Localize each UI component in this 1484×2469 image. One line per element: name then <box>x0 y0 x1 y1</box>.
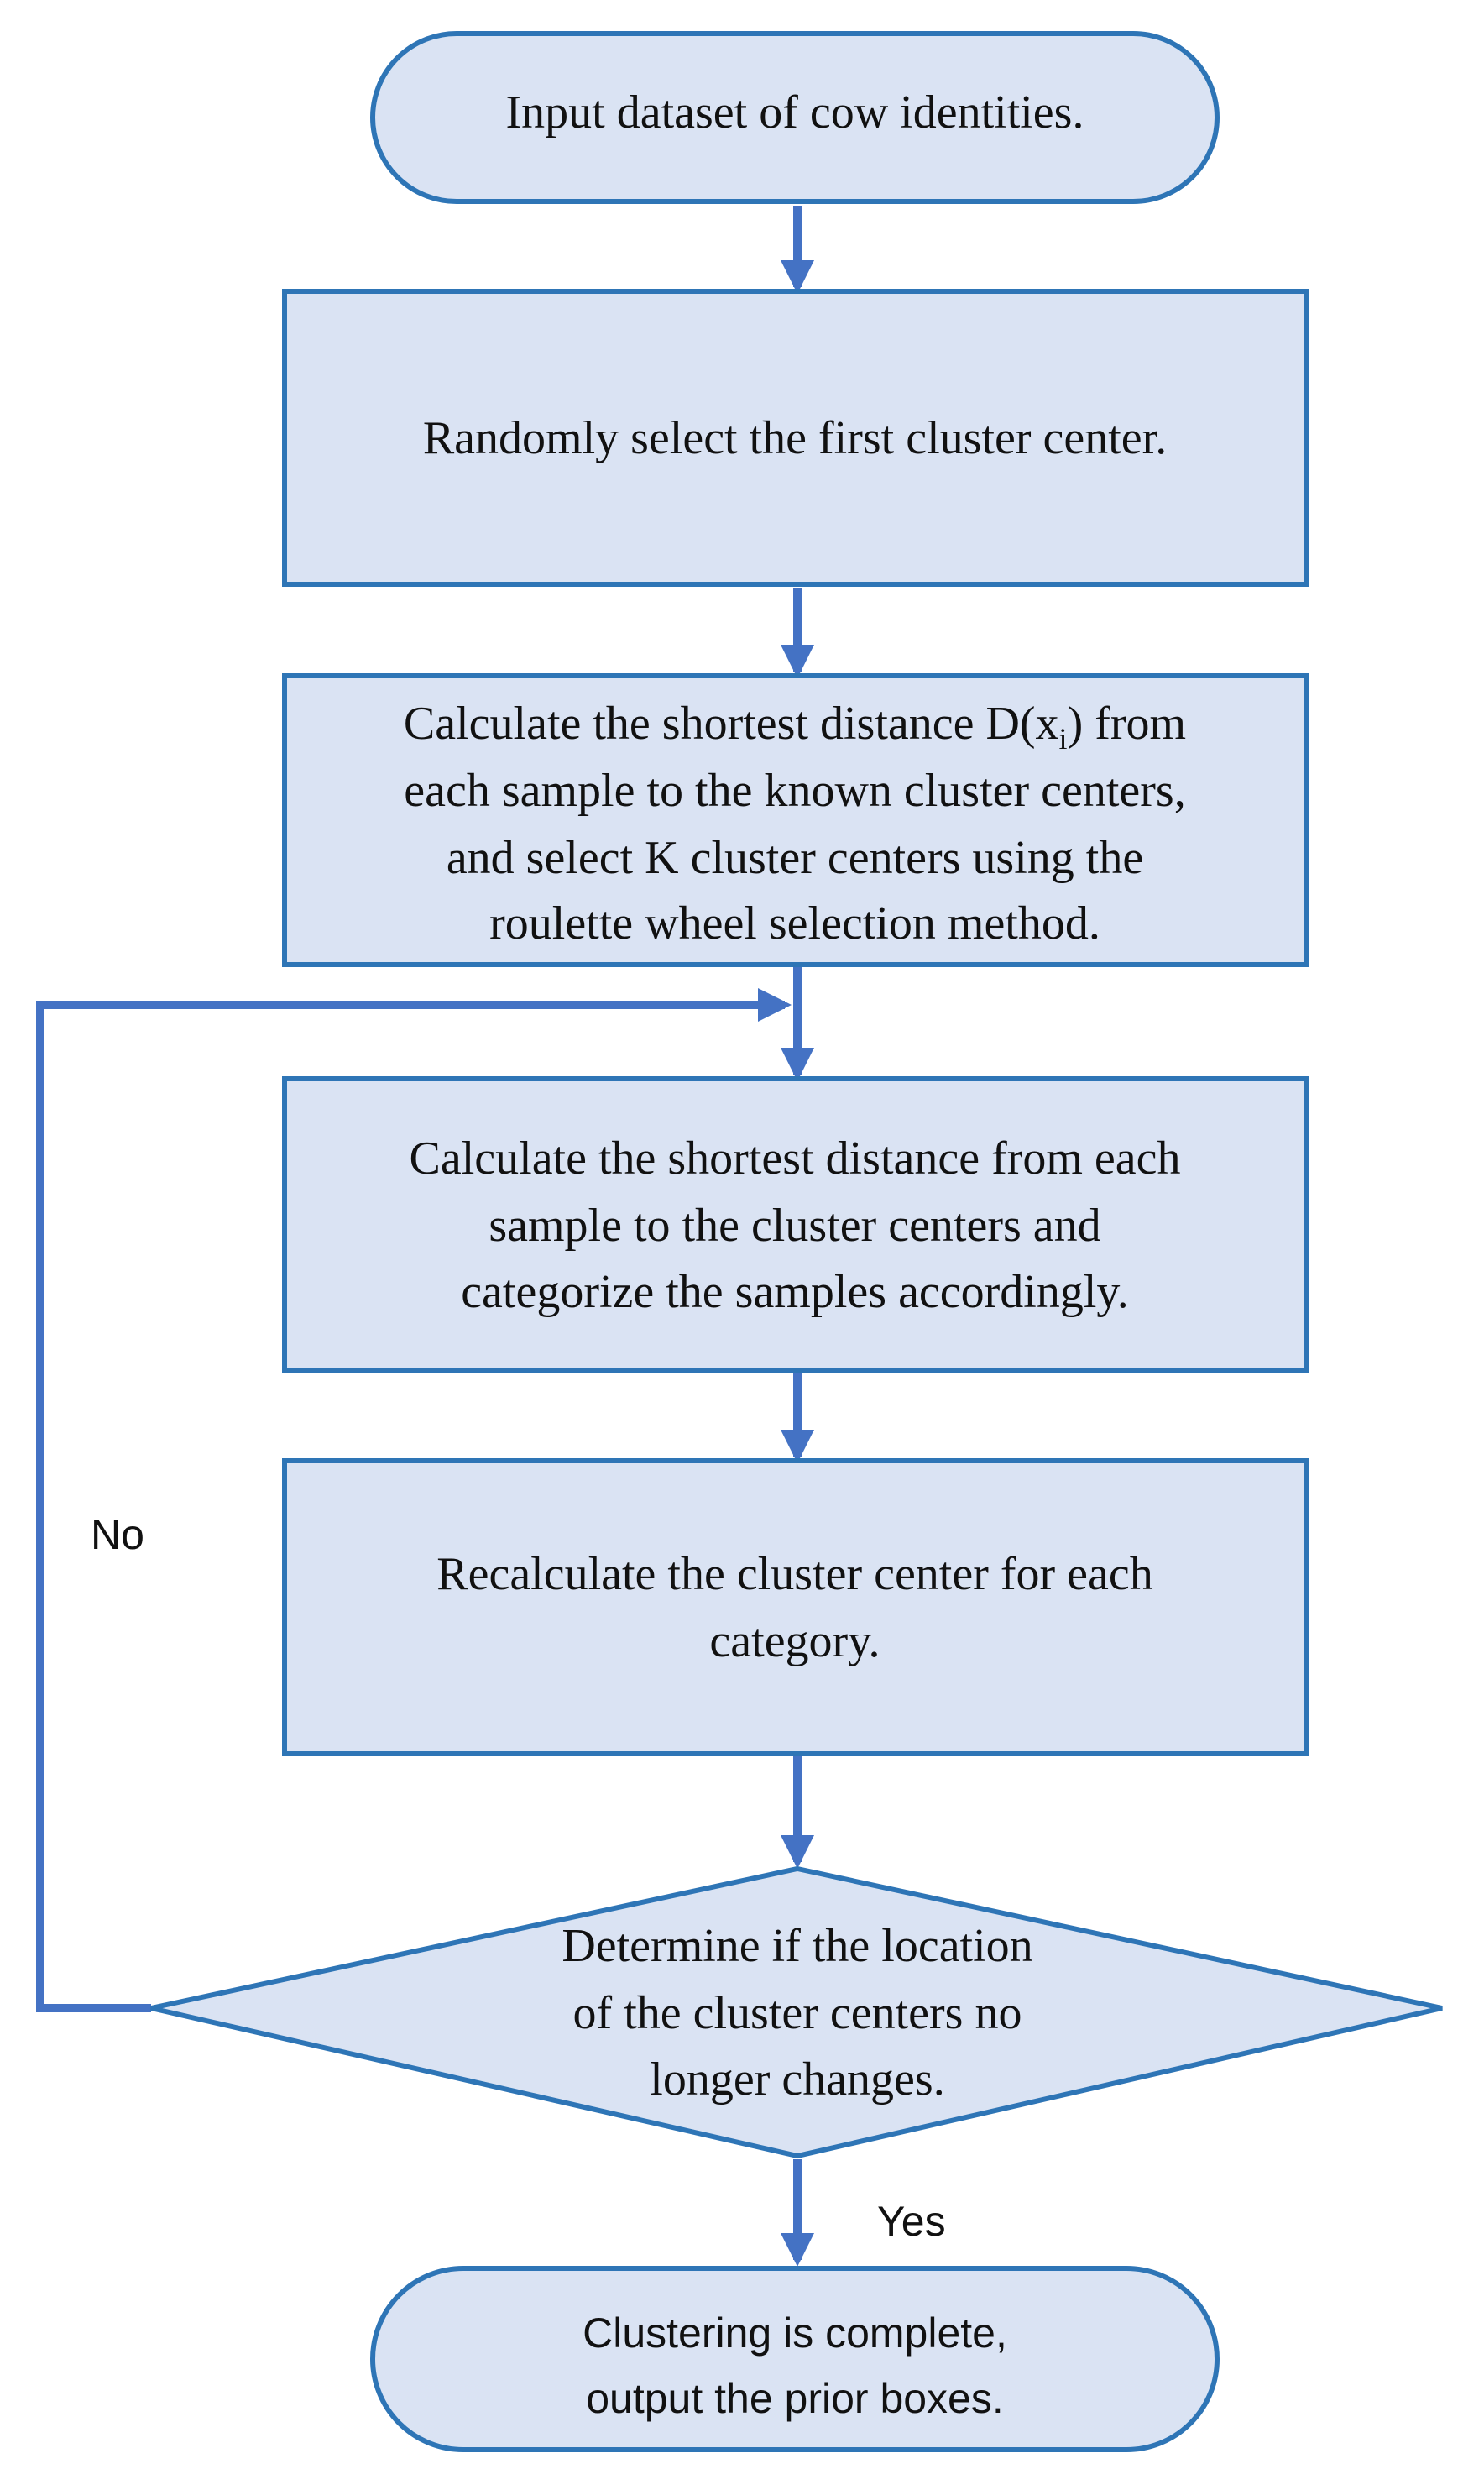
step3-line-1: Calculate the shortest distance from eac… <box>410 1132 1181 1185</box>
step2-line-4: roulette wheel selection method. <box>489 897 1100 949</box>
decision-line-1: Determine if the location <box>562 1920 1032 1972</box>
start-node-text: Input dataset of cow identities. <box>506 86 1084 139</box>
label-yes: Yes <box>877 2198 946 2245</box>
step3-line-3: categorize the samples accordingly. <box>461 1266 1129 1318</box>
step3-line-2: sample to the cluster centers and <box>489 1200 1100 1252</box>
arrow-no-loop-back <box>36 988 792 2012</box>
step2-line-1: Calculate the shortest distance D(xi) fr… <box>404 698 1186 756</box>
end-line-1: Clustering is complete, <box>583 2309 1007 2357</box>
step1-box <box>282 289 1309 587</box>
start-node: Input dataset of cow identities. <box>370 31 1220 204</box>
step2-line-1-a: Calculate the shortest distance D(x <box>404 698 1059 750</box>
step4-box <box>282 1458 1309 1756</box>
step2-line-1-b: ) from <box>1068 698 1187 750</box>
step-select-k-centers: Calculate the shortest distance D(xi) fr… <box>282 673 1309 967</box>
step2-line-1-subscript: i <box>1059 722 1068 756</box>
step-categorize-samples: Calculate the shortest distance from eac… <box>282 1076 1309 1373</box>
decision-centers-unchanged: Determine if the location of the cluster… <box>150 1865 1443 2159</box>
step1-text: Randomly select the first cluster center… <box>423 412 1167 464</box>
step-select-first-center: Randomly select the first cluster center… <box>282 289 1309 587</box>
connectors <box>36 206 814 2267</box>
step2-line-3: and select K cluster centers using the <box>447 832 1143 884</box>
decision-line-3: longer changes. <box>650 2053 944 2105</box>
end-terminal-shape <box>370 2266 1220 2452</box>
end-line-2: output the prior boxes. <box>586 2375 1004 2422</box>
step2-box <box>282 673 1309 967</box>
step2-line-2: each sample to the known cluster centers… <box>404 765 1185 817</box>
step4-line-1: Recalculate the cluster center for each <box>436 1548 1152 1600</box>
label-no: No <box>91 1511 144 1558</box>
step4-line-2: category. <box>709 1615 880 1667</box>
decision-line-2: of the cluster centers no <box>573 1987 1022 2039</box>
start-terminal-shape <box>370 31 1220 204</box>
decision-diamond <box>150 1865 1443 2159</box>
end-node: Clustering is complete, output the prior… <box>370 2266 1220 2452</box>
step-recalculate-centers: Recalculate the cluster center for each … <box>282 1458 1309 1756</box>
step3-box <box>282 1076 1309 1373</box>
